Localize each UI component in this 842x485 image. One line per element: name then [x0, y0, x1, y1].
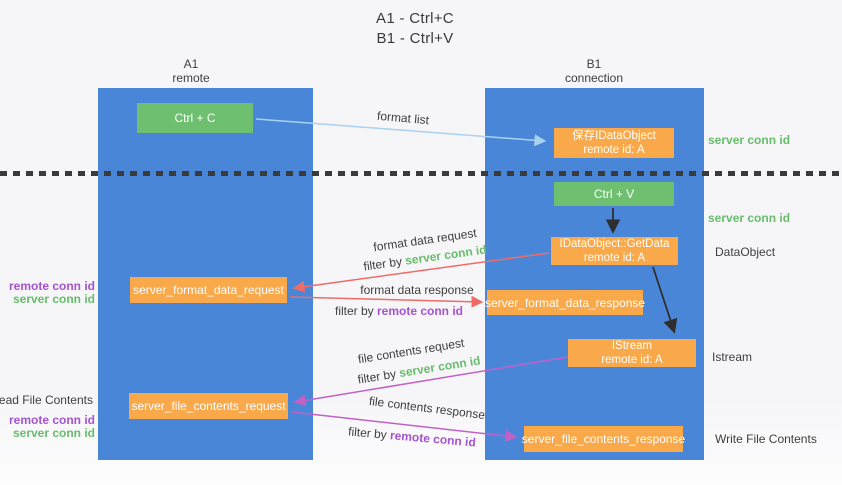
arrow-label-format-list: format list	[376, 108, 430, 128]
label-server-conn-id-left-bottom: server conn id	[12, 426, 95, 440]
label-read-file-contents: Read File Contents	[0, 393, 93, 407]
arrow-label-file-contents-response: file contents response	[368, 393, 486, 423]
lane-a-header: A1 remote	[172, 57, 209, 85]
arrow-label-filter-by-remote-1: filter by remote conn id	[335, 304, 463, 318]
label-write-file-contents: Write File Contents	[715, 432, 817, 446]
label-server-conn-id-left-top: server conn id	[12, 292, 95, 306]
node-save-dataobject: 保存IDataObject remote id: A	[554, 128, 674, 158]
node-server-format-data-response-label: server_format_data_response	[484, 295, 646, 310]
lane-b-role: connection	[564, 71, 624, 85]
filter-by-prefix: filter by	[347, 424, 391, 443]
lane-a-id: A1	[183, 57, 199, 71]
node-save-dataobject-line1: 保存IDataObject	[572, 130, 656, 142]
node-ctrl-c-label: Ctrl + C	[174, 111, 216, 125]
diagram-title: A1 - Ctrl+C B1 - Ctrl+V	[376, 9, 454, 49]
filter-remote-conn-id: remote conn id	[389, 428, 477, 450]
node-istream: IStream remote id: A	[568, 339, 696, 367]
lane-b-id: B1	[586, 57, 602, 71]
node-istream-line1: IStream	[611, 340, 653, 352]
filter-remote-conn-id: remote conn id	[377, 304, 464, 318]
dotted-divider	[0, 171, 842, 176]
filter-by-prefix: filter by	[334, 304, 377, 318]
label-dataobject: DataObject	[715, 245, 776, 259]
label-remote-conn-id-left-top: remote conn id	[8, 279, 95, 293]
node-server-file-contents-request: server_file_contents_request	[129, 393, 288, 419]
label-server-conn-id-top: server conn id	[708, 133, 791, 147]
node-server-format-data-request-label: server_format_data_request	[133, 283, 284, 297]
node-ctrl-c: Ctrl + C	[137, 103, 253, 133]
label-istream: Istream	[712, 350, 753, 364]
title-line-2: B1 - Ctrl+V	[376, 30, 454, 47]
node-getdata-line2: remote id: A	[583, 252, 646, 264]
arrow-label-format-data-response: format data response	[360, 283, 474, 297]
label-server-conn-id-mid: server conn id	[708, 211, 791, 225]
label-remote-conn-id-left-bottom: remote conn id	[8, 413, 95, 427]
node-server-file-contents-request-label: server_file_contents_request	[131, 399, 286, 413]
node-ctrl-v-label: Ctrl + V	[593, 187, 635, 201]
lane-a-role: remote	[172, 71, 210, 85]
node-server-file-contents-response: server_file_contents_response	[521, 426, 686, 452]
filter-by-prefix: filter by	[362, 253, 407, 274]
node-server-file-contents-response-label: server_file_contents_response	[521, 432, 686, 446]
node-getdata-line1: IDataObject::GetData	[559, 238, 670, 250]
lane-b-header: B1 connection	[565, 57, 623, 85]
title-line-1: A1 - Ctrl+C	[376, 10, 454, 27]
node-getdata: IDataObject::GetData remote id: A	[551, 237, 678, 265]
filter-by-prefix: filter by	[356, 366, 401, 387]
node-save-dataobject-line2: remote id: A	[583, 144, 645, 156]
arrow-format-data-response	[289, 295, 484, 308]
arrow-label-filter-by-remote-2: filter by remote conn id	[348, 424, 477, 449]
node-server-format-data-response: server_format_data_response	[484, 290, 646, 315]
node-istream-line2: remote id: A	[601, 354, 663, 366]
node-server-format-data-request: server_format_data_request	[130, 277, 287, 303]
node-ctrl-v: Ctrl + V	[554, 182, 674, 206]
